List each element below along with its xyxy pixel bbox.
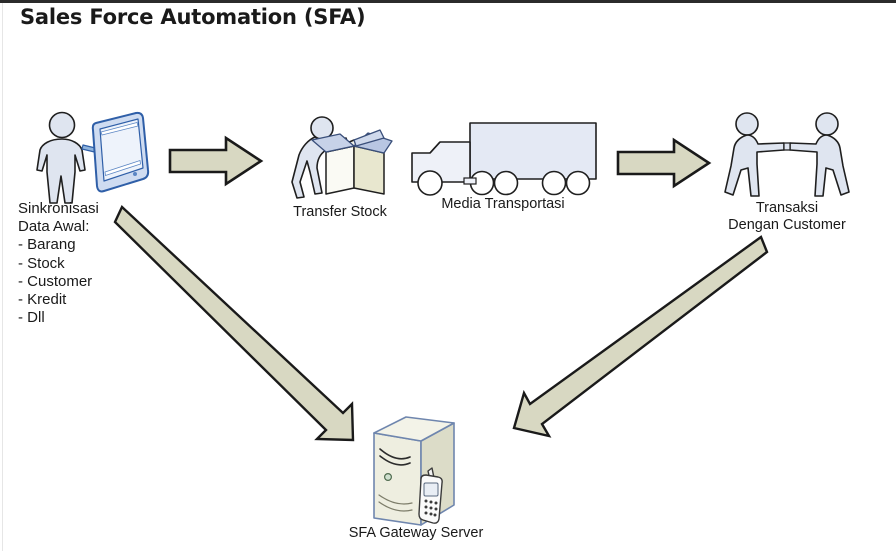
truck-wheels-icon [417, 170, 591, 196]
two-people-handshake-icon [722, 112, 852, 204]
arrow-sync-to-server [112, 195, 380, 455]
person-with-pda-icon [30, 108, 155, 208]
person-packing-box-icon [284, 116, 394, 200]
arrow-sync-to-transfer [168, 134, 264, 188]
phone-keypad-icon [424, 499, 438, 517]
arrow-transport-to-transaksi [616, 136, 712, 190]
truck-icon [408, 120, 598, 196]
arrow-transaksi-to-server [470, 232, 770, 447]
transfer-stock-label: Transfer Stock [293, 204, 387, 220]
media-transportasi-label: Media Transportasi [441, 196, 565, 212]
box-flaps-icon [311, 129, 393, 154]
sinkronisasi-label: Sinkronisasi Data Awal: - Barang - Stock… [18, 200, 99, 327]
transaksi-customer-label-line1: Transaksi [755, 200, 819, 216]
server-tower-with-phone-icon [366, 415, 466, 527]
page-title: Sales Force Automation (SFA) [20, 5, 366, 29]
transaksi-customer-label: Transaksi Dengan Customer [706, 200, 868, 234]
sfa-gateway-server-label: SFA Gateway Server [348, 525, 484, 541]
pda-device-icon [91, 111, 150, 193]
transaksi-customer-label-line2: Dengan Customer [728, 217, 846, 233]
left-edge-line [2, 3, 3, 551]
mobile-phone-icon [418, 467, 443, 524]
top-edge-strip [0, 0, 896, 3]
